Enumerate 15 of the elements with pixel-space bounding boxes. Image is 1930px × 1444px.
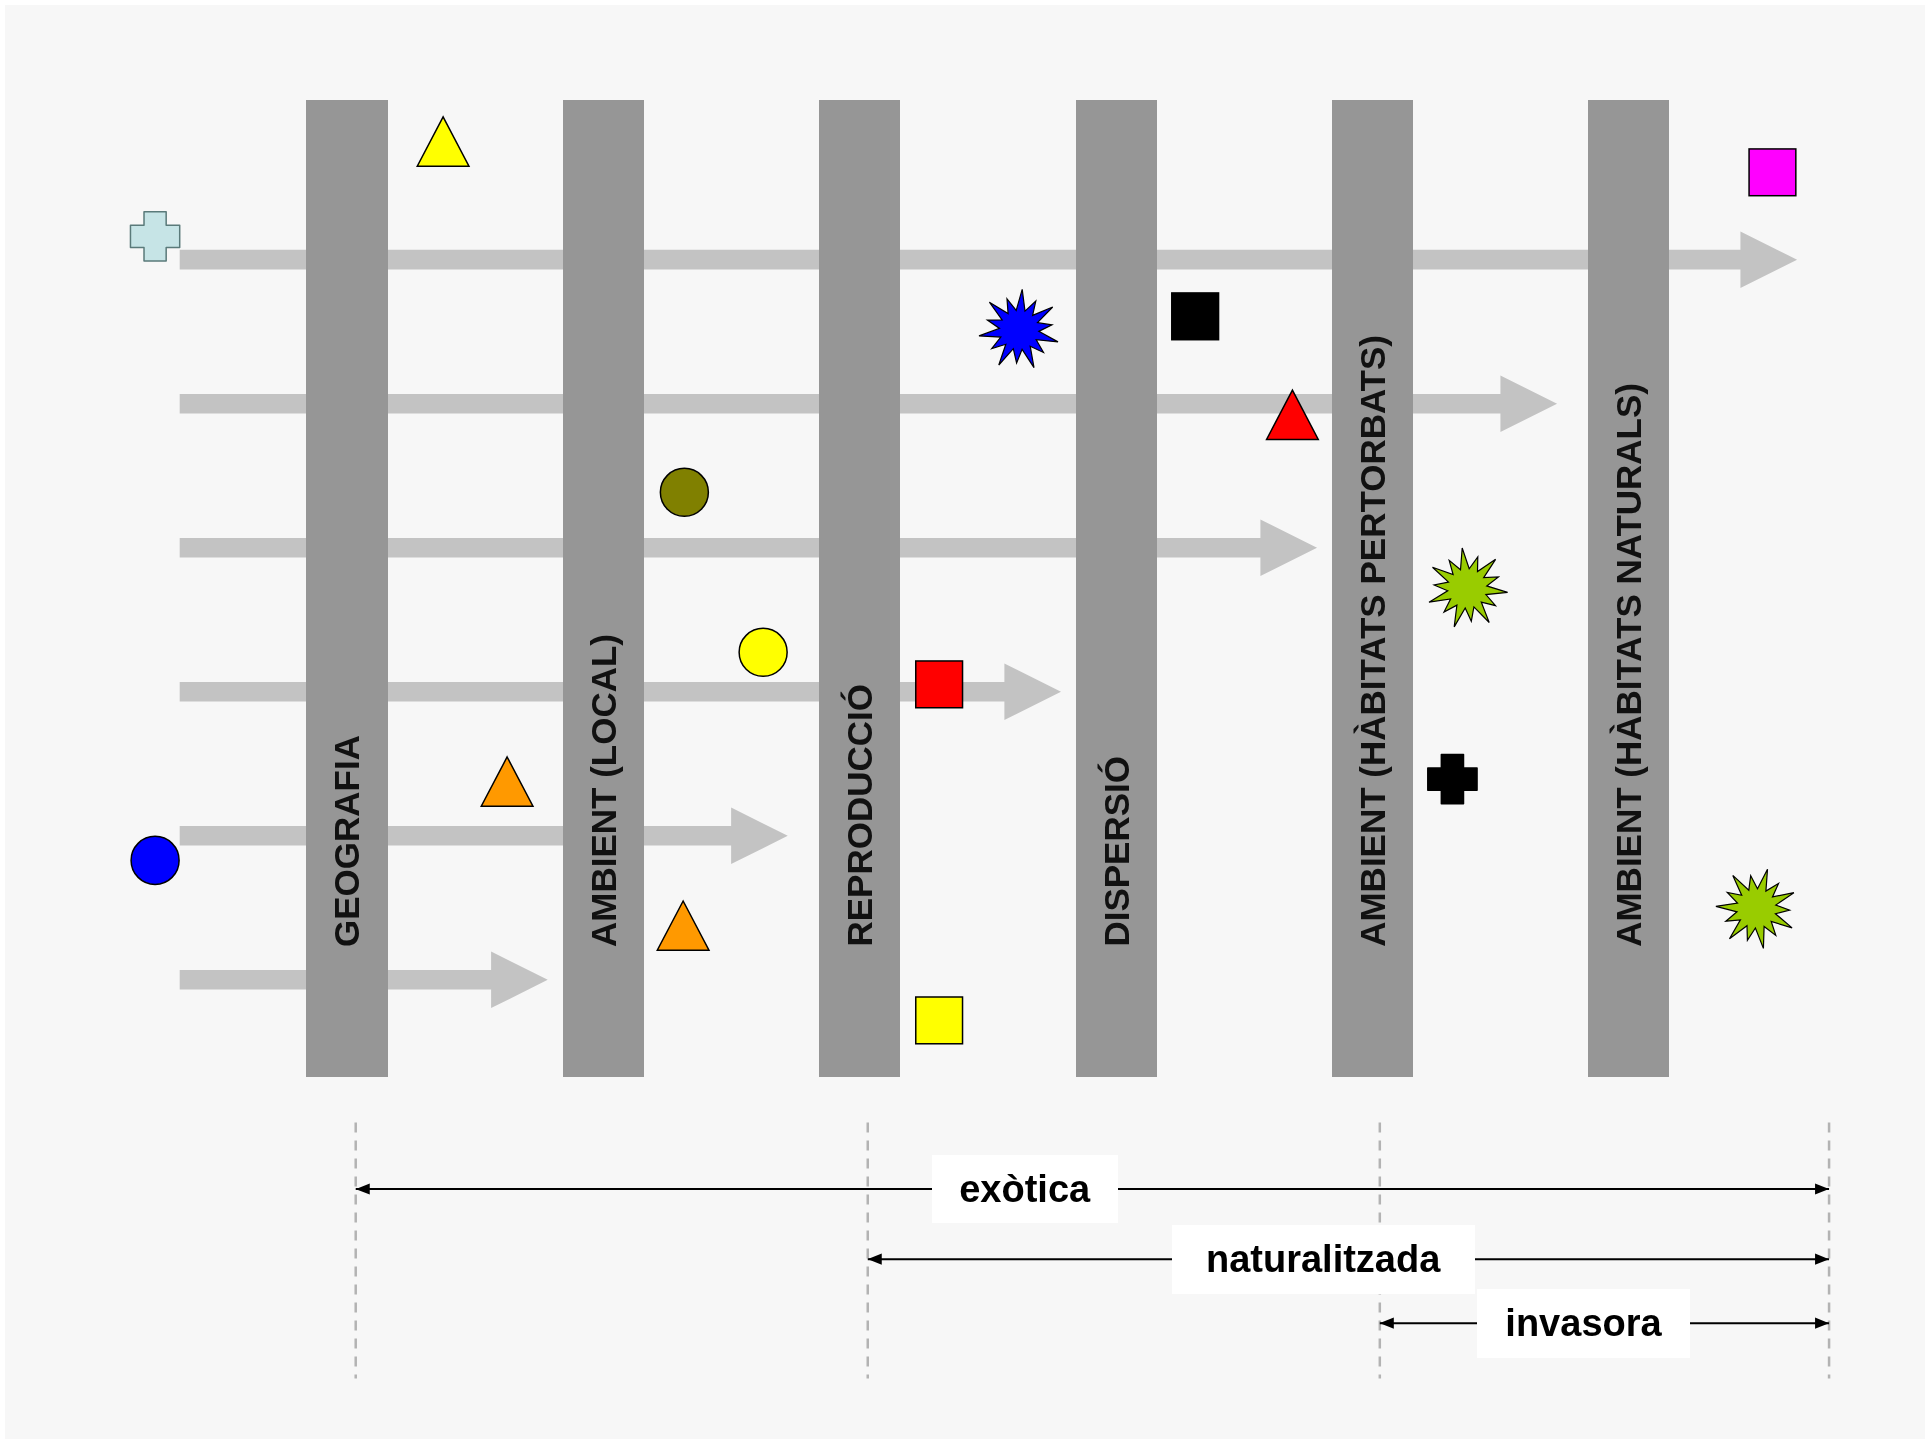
barrier-bar (1587, 99, 1670, 1077)
barrier-bar (818, 99, 900, 1077)
barrier-label: GEOGRAFIA (326, 735, 368, 947)
range-label: invasora (1477, 1288, 1690, 1358)
barrier-bar (1331, 99, 1414, 1077)
barrier-label: DISPERSIÓ (1095, 756, 1137, 947)
barrier-bar (1075, 99, 1157, 1077)
barrier-label: AMBIENT (LOCAL) (582, 633, 624, 947)
range-label: exòtica (931, 1154, 1118, 1224)
range-label: naturalitzada (1171, 1224, 1475, 1294)
barrier-bar (562, 99, 644, 1077)
barrier-label: AMBIENT (HÀBITATS PERTORBATS) (1351, 335, 1393, 947)
barrier-label: AMBIENT (HÀBITATS NATURALS) (1607, 383, 1649, 947)
barrier-bar (306, 99, 388, 1077)
barrier-label: REPRODUCCIÓ (838, 684, 880, 947)
